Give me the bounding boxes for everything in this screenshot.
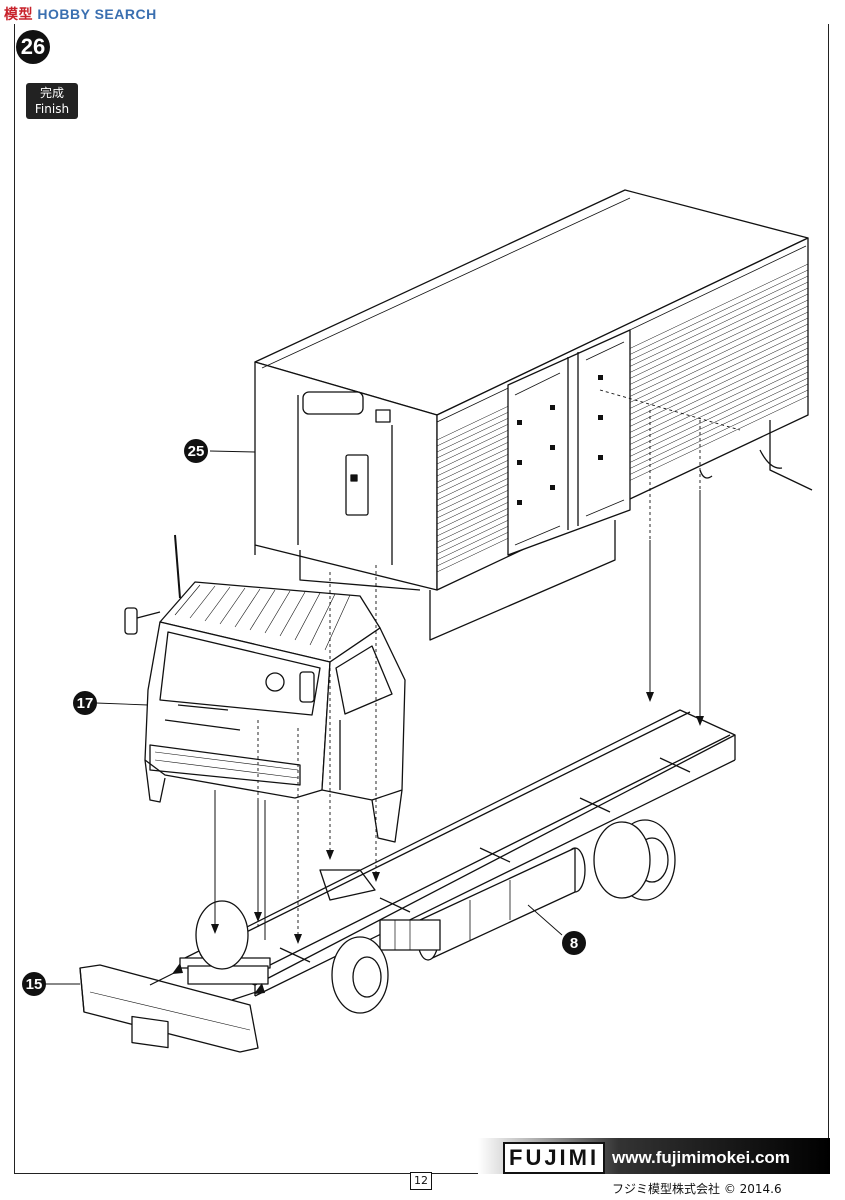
- website-url[interactable]: www.fujimimokei.com: [612, 1148, 790, 1167]
- cargo-box: [254, 189, 813, 641]
- brand-logo: FUJIMI: [503, 1142, 606, 1174]
- chassis-frame: [179, 709, 736, 1014]
- callout-part-8: 8: [562, 931, 586, 955]
- callout-part-17: 17: [73, 691, 97, 715]
- watermark-en: HOBBY SEARCH: [37, 6, 157, 22]
- finish-tag-jp: 完成: [39, 86, 64, 100]
- solid-guides: [214, 490, 701, 940]
- callout-part-25: 25: [184, 439, 208, 463]
- finish-tag: 完成 Finish: [26, 83, 78, 119]
- finish-tag-en: Finish: [34, 102, 70, 116]
- copyright: フジミ模型株式会社 © 2014.6: [612, 1182, 782, 1196]
- cab: [124, 534, 406, 843]
- arrowheads: [211, 692, 704, 944]
- watermark: 模型 HOBBY SEARCH: [4, 4, 157, 24]
- callout-part-15: 15: [22, 972, 46, 996]
- step-number-badge: 26: [16, 30, 50, 64]
- watermark-cn: 模型: [4, 6, 33, 22]
- front-bumper: [79, 964, 259, 1053]
- page-number: 12: [410, 1172, 432, 1190]
